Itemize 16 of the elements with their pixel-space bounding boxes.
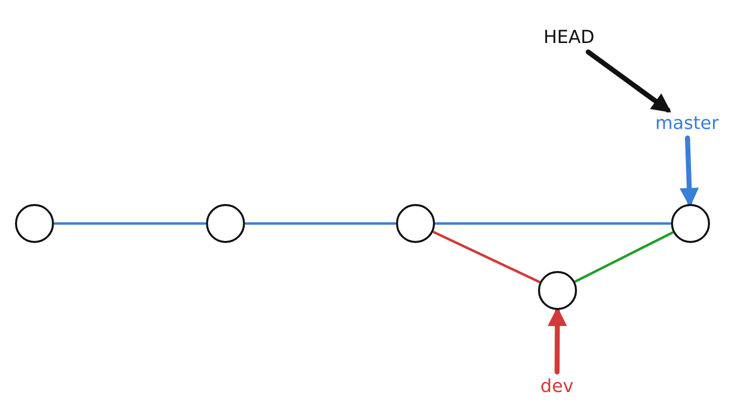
branch-label: HEAD [543,29,595,47]
pointer-arrow [680,136,698,206]
commit-circle [396,204,435,243]
commit-link [434,222,672,225]
commit-circle [671,204,710,243]
commit-link [54,222,206,225]
commit-link [432,231,540,283]
branch-label: dev [540,378,574,396]
pointer-arrow [586,50,670,112]
commit-link [244,222,396,225]
commit-circle [15,204,54,243]
pointer-arrow [548,308,566,374]
commit-circle [206,204,245,243]
commit-link [574,231,674,283]
commit-circle [538,271,577,310]
branch-label: master [655,115,719,133]
